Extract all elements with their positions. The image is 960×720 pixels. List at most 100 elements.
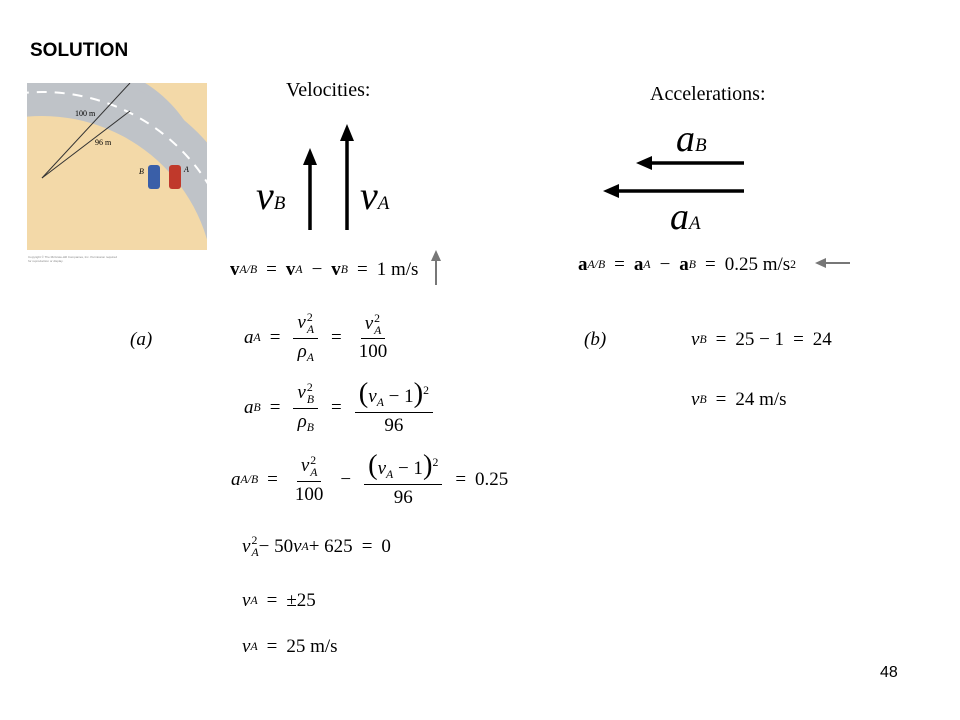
aA-bold-sub: A: [643, 258, 651, 271]
vB-arrowhead-icon: [303, 148, 317, 165]
radius-outer-label: 100 m: [75, 109, 96, 118]
plus-625: + 625: [308, 535, 353, 557]
sub-B: B: [699, 333, 707, 346]
figure-copyright: Copyright © The McGraw-Hill Companies, I…: [28, 255, 118, 263]
slide-title: SOLUTION: [30, 40, 129, 61]
aA-lhs-sub: A: [253, 331, 261, 345]
equals-sign-2: =: [793, 329, 804, 350]
rhoB-den: ρ: [297, 410, 307, 432]
aB-arrowhead-icon: [636, 156, 652, 170]
aAB-direction-arrow-icon: [815, 258, 850, 268]
equals-sign-2: =: [455, 469, 467, 491]
exp-2: 2: [310, 454, 317, 468]
exp-2: 2: [251, 534, 258, 547]
radius-inner-label: 96 m: [95, 138, 112, 147]
radius-line-outer: [41, 83, 131, 179]
den-96: 96: [393, 486, 413, 508]
sub-A: A: [386, 468, 394, 482]
sub-A: A: [301, 539, 309, 553]
equals-sign-2: =: [356, 259, 368, 280]
equals-sign: =: [266, 590, 278, 611]
aA-lhs: a: [244, 327, 254, 349]
vB-bold: v: [331, 259, 341, 280]
vA: v: [242, 636, 251, 657]
equals-sign-2: =: [331, 327, 342, 349]
vA-answer: 25 m/s: [286, 636, 338, 657]
equals-sign: =: [267, 469, 278, 491]
den-100: 100: [358, 341, 388, 363]
vA-num-2: v: [364, 313, 374, 335]
plus-minus-25: ±25: [286, 590, 316, 611]
aB-letter: a: [676, 118, 695, 160]
aA-letter: a: [670, 196, 689, 238]
velocity-arrows: [303, 124, 354, 230]
aA-bold: a: [633, 254, 644, 275]
part-b-label: (b): [584, 329, 607, 350]
track-figure-svg: [27, 83, 207, 250]
car-a-label: A: [184, 165, 189, 174]
vA-num: v: [297, 312, 306, 334]
open-paren: (: [358, 378, 369, 409]
vAB-direction-arrow-icon: [431, 250, 441, 285]
aB-symbol: aB: [676, 120, 707, 158]
vA: v: [242, 590, 251, 611]
vA: v: [242, 535, 251, 557]
car-a-icon: [169, 165, 181, 189]
aAB-value: 0.25: [475, 469, 509, 491]
track-inner-field: [27, 116, 207, 250]
aA-sub: A: [689, 213, 701, 234]
equals-sign-2: =: [331, 397, 342, 419]
exp-2: 2: [306, 381, 313, 395]
fraction-vA-minus-1-sq-96: (vA − 1)2 96: [354, 378, 433, 437]
vB-value: 24: [812, 329, 832, 350]
sub-A: A: [306, 322, 315, 336]
car-b-icon: [148, 165, 160, 189]
close-paren: ): [413, 378, 424, 409]
equals-sign: =: [361, 535, 373, 557]
aA-symbol: aA: [670, 198, 701, 236]
minus-50: − 50: [258, 535, 294, 557]
sub-A: A: [376, 396, 384, 410]
equals-sign: =: [266, 636, 278, 657]
vAB-symbol: v: [230, 259, 240, 280]
radius-line-inner: [41, 110, 131, 179]
exp-2: 2: [423, 383, 429, 397]
vB-num: v: [297, 382, 306, 404]
vAB-result: 1 m/s: [376, 259, 419, 280]
rhoB-sub: B: [306, 420, 314, 434]
aB-sub: B: [695, 135, 707, 156]
vB-expression: 25 − 1: [735, 329, 785, 350]
sub-A: A: [374, 323, 382, 337]
vB-bold-sub: B: [340, 263, 348, 276]
equals-sign: =: [715, 389, 727, 410]
exp-2: 2: [374, 311, 381, 325]
zero: 0: [381, 535, 391, 557]
rhoA-den: ρ: [297, 340, 307, 362]
aB-lhs-sub: B: [253, 401, 261, 415]
equals-sign: =: [614, 254, 625, 275]
vB-sub: B: [273, 193, 286, 214]
minus-sign: −: [659, 254, 671, 275]
track-figure: 100 m 96 m B A: [27, 83, 207, 250]
den-100: 100: [294, 483, 324, 505]
minus-sign: −: [311, 259, 323, 280]
sub-B: B: [306, 392, 315, 406]
equals-sign: =: [266, 259, 277, 280]
vA-sub: A: [377, 193, 390, 214]
sub-A: A: [250, 594, 258, 607]
vA: v: [368, 386, 377, 407]
vA-2: v: [293, 535, 302, 557]
exp-2: 2: [306, 311, 313, 324]
aB-bold-sub: B: [688, 258, 696, 271]
